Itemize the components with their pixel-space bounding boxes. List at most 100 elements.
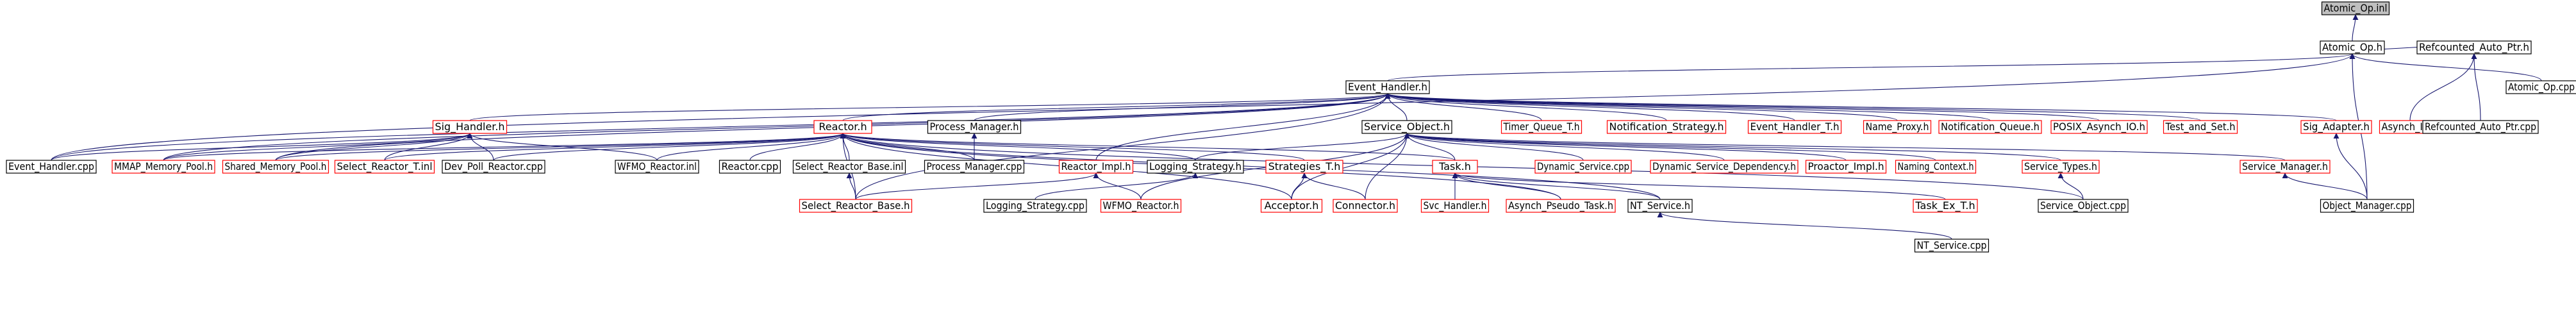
node-refcounted-auto-ptr-h[interactable]: Refcounted_Auto_Ptr.h: [2416, 40, 2532, 55]
node-label: Acceptor.h: [1265, 199, 1319, 212]
node-select-reactor-base-h[interactable]: Select_Reactor_Base.h: [799, 199, 913, 213]
node-name-proxy-h[interactable]: Name_Proxy.h: [1863, 120, 1932, 134]
node-connector-h[interactable]: Connector.h: [1333, 199, 1398, 213]
node-box: [2321, 1, 2390, 15]
node-event-handler-cpp[interactable]: Event_Handler.cpp: [6, 160, 97, 174]
node-object-manager-cpp[interactable]: Object_Manager.cpp: [2320, 199, 2414, 213]
node-nt-service-h[interactable]: NT_Service.h: [1627, 199, 1693, 213]
node-dynamic-service-dependency-h[interactable]: Dynamic_Service_Dependency.h: [1650, 160, 1799, 174]
node-service-types-h[interactable]: Service_Types.h: [2022, 160, 2100, 174]
node-service-manager-h[interactable]: Service_Manager.h: [2239, 160, 2331, 174]
node-task-h[interactable]: Task.h: [1432, 160, 1478, 174]
node-box: [1938, 120, 2042, 134]
node-box: [334, 160, 435, 174]
node-service-object-cpp[interactable]: Service_Object.cpp: [2038, 199, 2129, 213]
node-proactor-impl-h[interactable]: Proactor_Impl.h: [1805, 160, 1887, 174]
node-sig-adapter-h[interactable]: Sig_Adapter.h: [2300, 120, 2372, 134]
node-label: Reactor.cpp: [722, 160, 779, 172]
node-box: [792, 160, 906, 174]
node-svc-handler-h[interactable]: Svc_Handler.h: [1420, 199, 1490, 213]
node-timer-queue-t-h[interactable]: Timer_Queue_T.h: [1500, 120, 1583, 134]
edge-notification_queue_h-to-event_handler_h: [1384, 93, 1991, 121]
node-event-handler-t-h[interactable]: Event_Handler_T.h: [1747, 120, 1842, 134]
node-box: [1333, 199, 1398, 213]
node-reactor-cpp[interactable]: Reactor.cpp: [719, 160, 781, 174]
node-wfmo-reactor-inl[interactable]: WFMO_Reactor.inl: [615, 160, 699, 174]
node-box: [813, 120, 872, 134]
node-select-reactor-base-inl[interactable]: Select_Reactor_Base.inl: [792, 160, 906, 174]
node-label: Object_Manager.cpp: [2323, 199, 2412, 212]
node-atomic-op-cpp[interactable]: Atomic_Op.cpp: [2505, 80, 2576, 94]
edge-object_manager_cpp-to-sig_adapter_h: [2333, 133, 2368, 200]
node-box: [1805, 160, 1887, 174]
node-select-reactor-t-inl[interactable]: Select_Reactor_T.inl: [334, 160, 435, 174]
node-acceptor-h[interactable]: Acceptor.h: [1260, 199, 1323, 213]
node-atomic-op-inl[interactable]: Atomic_Op.inl: [2321, 1, 2390, 15]
node-box: [2022, 160, 2100, 174]
node-wfmo-reactor-h[interactable]: WFMO_Reactor.h: [1100, 199, 1182, 213]
node-box: [2416, 40, 2532, 55]
node-event-handler-h[interactable]: Event_Handler.h: [1345, 80, 1430, 94]
node-dev-poll-reactor-cpp[interactable]: Dev_Poll_Reactor.cpp: [442, 160, 545, 174]
edge-logging_strategy_h-to-reactor_h: [840, 133, 1196, 161]
edge-wfmo_reactor_inl-to-reactor_h: [656, 133, 846, 161]
node-box: [1913, 199, 1978, 213]
edge-atomic_op_cpp-to-atomic_op_h: [2349, 53, 2542, 81]
node-box: [719, 160, 781, 174]
node-naming-context-h[interactable]: Naming_Context.h: [1895, 160, 1977, 174]
node-box: [2239, 160, 2331, 174]
edge-dynamic_service_cpp-to-service_object_h: [1404, 133, 1584, 161]
node-box: [924, 160, 1025, 174]
node-task-ex-t-h[interactable]: Task_Ex_T.h: [1913, 199, 1978, 213]
node-atomic-op-h[interactable]: Atomic_Op.h: [2320, 40, 2385, 55]
node-test-and-set-h[interactable]: Test_and_Set.h: [2163, 120, 2238, 134]
edge-name_proxy_h-to-event_handler_h: [1384, 93, 1898, 121]
edge-task_ex_t_h-to-task_h: [1452, 172, 1946, 200]
node-label: WFMO_Reactor.h: [1103, 199, 1179, 212]
node-box: [1863, 120, 1932, 134]
edge-dev_poll_reactor_cpp-to-reactor_h: [493, 133, 846, 161]
edge-service_manager_h-to-service_object_h: [1404, 133, 2286, 161]
node-label: Proactor_Impl.h: [1808, 160, 1884, 173]
edge-event_handler_cpp-to-atomic_op_h: [51, 53, 2356, 161]
edge-logging_strategy_h-to-service_object_h: [1195, 133, 1410, 161]
node-posix-asynch-io-h[interactable]: POSIX_Asynch_IO.h: [2050, 120, 2148, 134]
node-service-object-h[interactable]: Service_Object.h: [1361, 120, 1452, 134]
node-process-manager-h[interactable]: Process_Manager.h: [927, 120, 1022, 134]
edge-service_object_cpp-to-service_types_h: [2057, 172, 2084, 200]
node-process-manager-cpp[interactable]: Process_Manager.cpp: [924, 160, 1025, 174]
node-mmap-memory-pool-h[interactable]: MMAP_Memory_Pool.h: [112, 160, 215, 174]
node-notification-strategy-h[interactable]: Notification_Strategy.h: [1606, 120, 1727, 134]
node-sig-handler-h[interactable]: Sig_Handler.h: [432, 120, 508, 134]
node-label: Sig_Adapter.h: [2303, 121, 2370, 133]
node-label: Test_and_Set.h: [2165, 121, 2236, 133]
node-notification-queue-h[interactable]: Notification_Queue.h: [1938, 120, 2042, 134]
node-strategies-t-h[interactable]: Strategies_T.h: [1265, 160, 1343, 174]
node-box: [983, 199, 1087, 213]
node-box: [6, 160, 97, 174]
edge-logging_strategy_cpp-to-logging_strategy_h: [1035, 172, 1199, 200]
node-dynamic-service-cpp[interactable]: Dynamic_Service.cpp: [1534, 160, 1632, 174]
edge-naming_context_h-to-service_object_h: [1404, 133, 1936, 161]
node-label: Task_Ex_T.h: [1915, 199, 1975, 212]
node-nt-service-cpp[interactable]: NT_Service.cpp: [1914, 239, 1990, 253]
node-label: Dynamic_Service_Dependency.h: [1652, 160, 1796, 173]
node-label: Connector.h: [1335, 199, 1395, 212]
node-refcounted-auto-ptr-cpp[interactable]: Refcounted_Auto_Ptr.cpp: [2422, 120, 2539, 134]
node-label: Event_Handler.h: [1348, 81, 1427, 94]
node-shared-memory-pool-h[interactable]: Shared_Memory_Pool.h: [222, 160, 329, 174]
node-box: [1534, 160, 1632, 174]
edge-asynch_io_h-to-refcounted_auto_ptr_h: [2409, 53, 2477, 121]
edge-proactor_impl_h-to-service_object_h: [1404, 133, 1847, 161]
node-box: [2300, 120, 2372, 134]
node-reactor-impl-h[interactable]: Reactor_Impl.h: [1058, 160, 1134, 174]
edge-timer_queue_t_h-to-event_handler_h: [1384, 93, 1542, 121]
node-label: Dev_Poll_Reactor.cpp: [444, 160, 543, 173]
node-box: [615, 160, 699, 174]
node-logging-strategy-h[interactable]: Logging_Strategy.h: [1147, 160, 1244, 174]
edge-nt_service_cpp-to-nt_service_h: [1657, 212, 1952, 240]
node-logging-strategy-cpp[interactable]: Logging_Strategy.cpp: [983, 199, 1087, 213]
node-asynch-pseudo-task-h[interactable]: Asynch_Pseudo_Task.h: [1506, 199, 1616, 213]
node-reactor-h[interactable]: Reactor.h: [813, 120, 872, 134]
